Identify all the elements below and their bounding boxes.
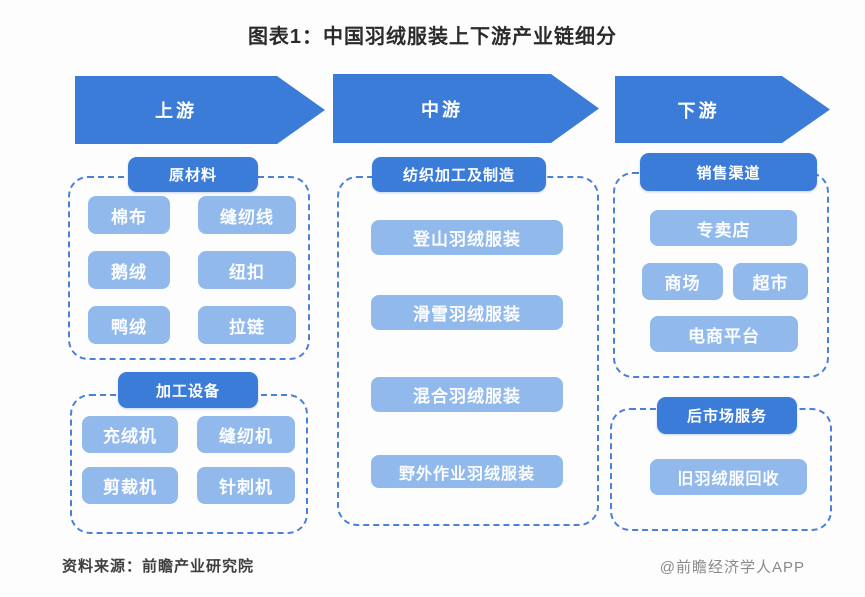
item-field-work-down-jacket: 野外作业羽绒服装 bbox=[371, 455, 563, 488]
item-button: 纽扣 bbox=[198, 251, 296, 289]
manufacturing-header: 纺织加工及制造 bbox=[372, 157, 546, 192]
item-ski-down-jacket: 滑雪羽绒服装 bbox=[371, 295, 563, 330]
midstream-arrow: 中游 bbox=[333, 74, 599, 143]
equipment-header: 加工设备 bbox=[118, 372, 258, 408]
item-ecommerce-platform: 电商平台 bbox=[650, 316, 798, 352]
item-duck-down: 鸭绒 bbox=[88, 306, 170, 344]
downstream-arrow: 下游 bbox=[615, 76, 830, 143]
data-source-note: 资料来源：前瞻产业研究院 bbox=[62, 558, 255, 575]
item-blended-down-jacket: 混合羽绒服装 bbox=[371, 377, 563, 412]
item-zipper: 拉链 bbox=[198, 306, 296, 344]
raw-materials-header: 原材料 bbox=[128, 157, 258, 192]
item-goose-down: 鹅绒 bbox=[88, 251, 170, 289]
item-supermarket: 超市 bbox=[733, 263, 808, 300]
item-sewing-thread: 缝纫线 bbox=[198, 196, 296, 234]
item-down-filling-machine: 充绒机 bbox=[82, 416, 178, 453]
item-sewing-machine: 缝纫机 bbox=[197, 416, 295, 453]
upstream-arrow: 上游 bbox=[75, 76, 325, 144]
watermark-credit: @前瞻经济学人APP bbox=[659, 559, 805, 576]
equipment-group bbox=[70, 394, 308, 534]
item-mountaineering-down-jacket: 登山羽绒服装 bbox=[371, 220, 563, 255]
item-cotton-fabric: 棉布 bbox=[88, 196, 170, 234]
aftermarket-header: 后市场服务 bbox=[657, 397, 797, 434]
item-department-store: 商场 bbox=[642, 263, 723, 300]
item-cutting-machine: 剪裁机 bbox=[82, 467, 178, 504]
item-old-down-jacket-recycling: 旧羽绒服回收 bbox=[650, 459, 807, 495]
sales-channels-header: 销售渠道 bbox=[640, 153, 817, 191]
page-title: 图表1：中国羽绒服装上下游产业链细分 bbox=[247, 26, 618, 48]
item-needle-punching-machine: 针刺机 bbox=[197, 467, 295, 504]
item-specialty-store: 专卖店 bbox=[650, 210, 797, 246]
